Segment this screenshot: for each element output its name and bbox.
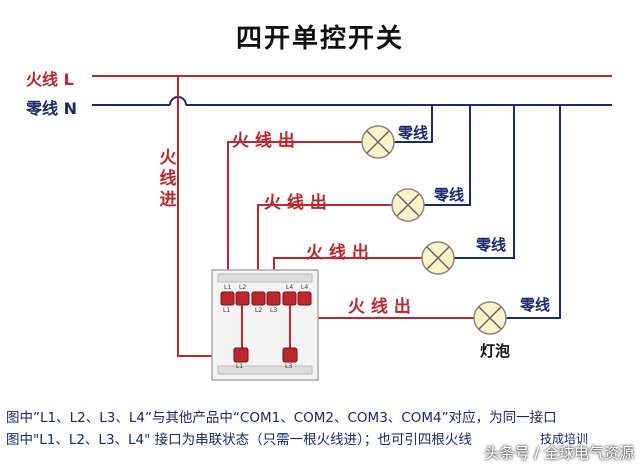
neutral-label-2: 零线: [434, 186, 465, 204]
neutral-wire-3: [454, 105, 515, 259]
live-out-label-4: 火 线 出: [348, 297, 411, 317]
neutral-label-4: 零线: [520, 296, 551, 314]
terminal-sub-l2: L2: [255, 307, 263, 314]
neutral-label-3: 零线: [476, 236, 507, 254]
bulb-3: [421, 241, 455, 275]
bulb-4: [473, 301, 507, 335]
neutral-label-1: 零线: [398, 124, 429, 142]
terminal-label-l2: L2: [239, 284, 247, 291]
terminal-label-l1: L1: [224, 284, 232, 291]
terminal-sub-l3: L3: [270, 307, 278, 314]
terminal-bottom-l1: L1: [236, 363, 244, 370]
live-out-wire-2: [257, 204, 392, 285]
neutral-wire-1: [394, 105, 433, 143]
live-in-label: 火 线 进: [159, 148, 177, 210]
bulb-label: 灯泡: [480, 342, 511, 360]
watermark-secondary: 技成培训: [540, 432, 589, 446]
neutral-wire-4: [506, 105, 561, 319]
footer-line-1: 图中”L1、L2、L3、L4”与其他产品中“COM1、COM2、COM3、COM…: [6, 410, 557, 426]
page-title: 四开单控开关: [235, 24, 404, 54]
live-out-label-1: 火 线 出: [232, 131, 295, 151]
terminal-sub-l1: L1: [223, 307, 231, 314]
footer-line-2: 图中"L1、L2、L3、L4" 接口为串联状态（只需一根火线进）；也可引四根火线: [6, 432, 472, 448]
footer-notes: 图中”L1、L2、L3、L4”与其他产品中“COM1、COM2、COM3、COM…: [0, 407, 640, 471]
bulb-2: [391, 188, 425, 222]
live-line-label: 火线 L: [26, 70, 74, 89]
terminal-label-l4: L4: [286, 284, 294, 291]
terminal-label-l4b: L4: [301, 284, 309, 291]
switch-body: [211, 269, 319, 381]
neutral-line-label: 零线 N: [26, 99, 77, 118]
bulb-1: [361, 125, 395, 159]
live-out-label-2: 火 线 出: [264, 193, 327, 213]
terminal-bottom-l3: L3: [285, 363, 293, 370]
live-out-label-3: 火 线 出: [306, 243, 369, 263]
watermark: 头条号 / 全球电气资源: [484, 444, 634, 462]
live-out-wire-1: [227, 141, 362, 285]
neutral-wire-2: [424, 105, 471, 206]
